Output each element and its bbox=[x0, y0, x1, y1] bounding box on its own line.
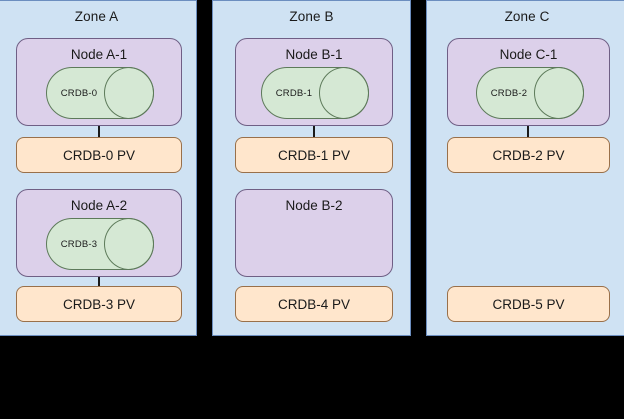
database-cylinder-crdb-1: CRDB-1 bbox=[261, 67, 369, 119]
pv-box-crdb-5: CRDB-5 PV bbox=[447, 286, 610, 322]
database-label-crdb-0: CRDB-0 bbox=[60, 87, 98, 99]
zone-label-b: Zone B bbox=[289, 9, 334, 24]
pv-box-crdb-3: CRDB-3 PV bbox=[16, 286, 182, 322]
zone-container-c: Zone C Node C-1 CRDB-2 CRDB-2 PV CRDB-5 … bbox=[426, 0, 624, 336]
database-cylinder-crdb-2: CRDB-2 bbox=[476, 67, 584, 119]
connector-node-c-1-to-pv bbox=[527, 126, 529, 138]
cylinder-cap-icon bbox=[534, 67, 584, 119]
node-label-c-1: Node C-1 bbox=[499, 47, 558, 62]
connector-node-a-1-to-pv bbox=[98, 126, 100, 138]
node-label-b-2: Node B-2 bbox=[285, 198, 343, 213]
pv-box-crdb-2: CRDB-2 PV bbox=[447, 137, 610, 173]
database-label-crdb-2: CRDB-2 bbox=[490, 87, 528, 99]
pv-box-crdb-1: CRDB-1 PV bbox=[235, 137, 393, 173]
connector-node-b-1-to-pv bbox=[313, 126, 315, 138]
node-box-a-2: Node A-2 CRDB-3 bbox=[16, 189, 182, 277]
node-box-b-2: Node B-2 bbox=[235, 189, 393, 277]
cylinder-cap-icon bbox=[104, 67, 154, 119]
zone-label-c: Zone C bbox=[504, 9, 550, 24]
node-box-c-1: Node C-1 CRDB-2 bbox=[447, 38, 610, 126]
pv-box-crdb-0: CRDB-0 PV bbox=[16, 137, 182, 173]
cylinder-cap-icon bbox=[319, 67, 369, 119]
zone-container-a: Zone A Node A-1 CRDB-0 CRDB-0 PV Node A-… bbox=[0, 0, 197, 336]
database-cylinder-crdb-3: CRDB-3 bbox=[46, 218, 154, 270]
database-label-crdb-3: CRDB-3 bbox=[60, 238, 98, 250]
pv-box-crdb-4: CRDB-4 PV bbox=[235, 286, 393, 322]
database-label-crdb-1: CRDB-1 bbox=[275, 87, 313, 99]
connector-node-a-2-to-pv bbox=[98, 277, 100, 289]
database-cylinder-crdb-0: CRDB-0 bbox=[46, 67, 154, 119]
node-box-a-1: Node A-1 CRDB-0 bbox=[16, 38, 182, 126]
node-box-b-1: Node B-1 CRDB-1 bbox=[235, 38, 393, 126]
node-label-b-1: Node B-1 bbox=[285, 47, 343, 62]
cylinder-cap-icon bbox=[104, 218, 154, 270]
node-label-a-2: Node A-2 bbox=[70, 198, 128, 213]
zone-container-b: Zone B Node B-1 CRDB-1 CRDB-1 PV Node B-… bbox=[212, 0, 411, 336]
node-label-a-1: Node A-1 bbox=[70, 47, 128, 62]
zone-label-a: Zone A bbox=[74, 9, 119, 24]
